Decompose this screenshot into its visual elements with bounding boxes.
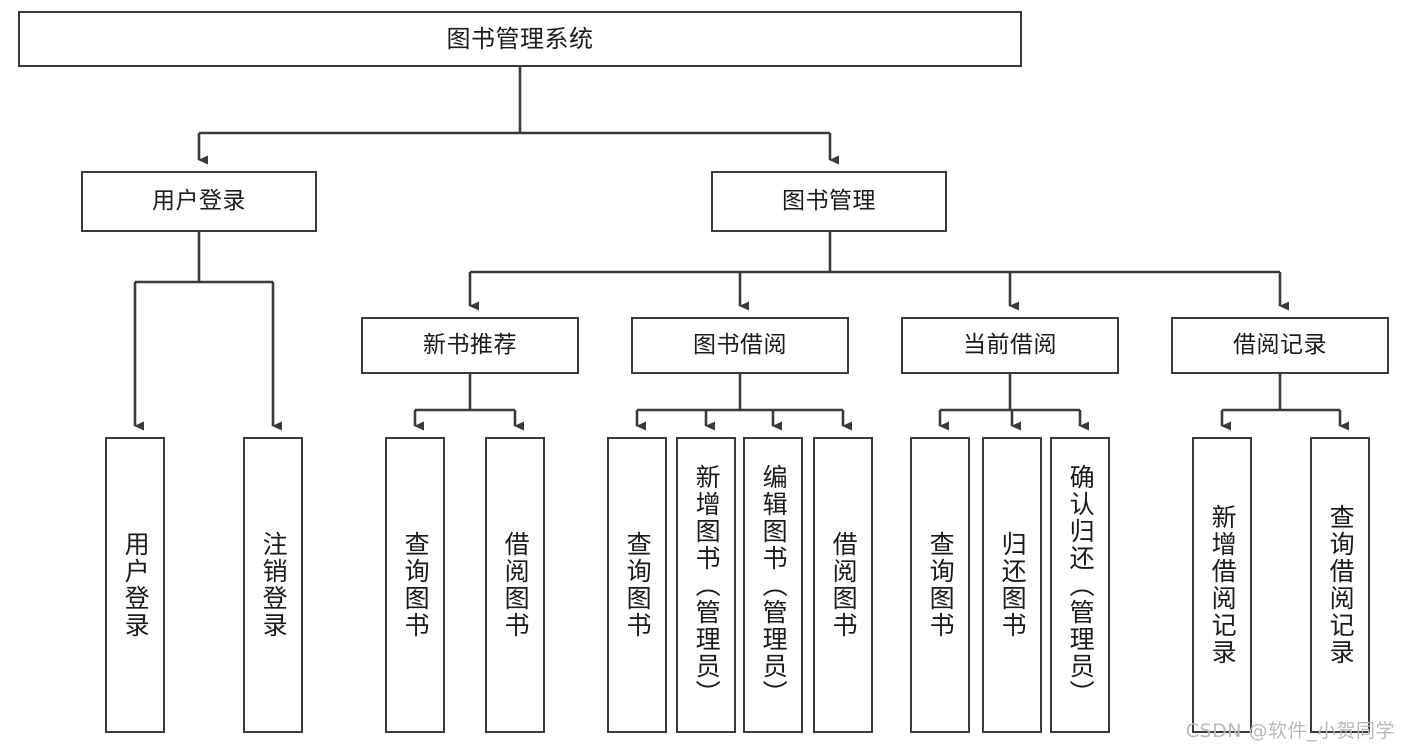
node-borrow-records[interactable]: 借阅记录 xyxy=(1171,317,1389,374)
node-root-system[interactable]: 图书管理系统 xyxy=(18,11,1022,67)
leaf-query-book-recommend-label: 查询图书 xyxy=(401,531,431,639)
leaf-query-book-borrow-label: 查询图书 xyxy=(623,531,653,639)
node-current-borrow[interactable]: 当前借阅 xyxy=(901,317,1119,374)
leaf-confirm-return-admin[interactable]: 确认归还（管理员） xyxy=(1050,437,1110,733)
node-book-borrow[interactable]: 图书借阅 xyxy=(631,317,849,374)
leaf-borrow-book[interactable]: 借阅图书 xyxy=(813,437,873,733)
node-book-management-label: 图书管理 xyxy=(782,187,876,214)
leaf-add-book-admin[interactable]: 新增图书（管理员） xyxy=(676,437,736,733)
node-book-borrow-label: 图书借阅 xyxy=(693,331,787,358)
node-borrow-records-label: 借阅记录 xyxy=(1233,331,1327,358)
leaf-borrow-book-recommend-label: 借阅图书 xyxy=(501,531,531,639)
leaf-query-book-current[interactable]: 查询图书 xyxy=(910,437,970,733)
leaf-add-book-admin-label: 新增图书（管理员） xyxy=(692,463,722,707)
leaf-query-book-current-label: 查询图书 xyxy=(926,531,956,639)
leaf-user-login[interactable]: 用户登录 xyxy=(105,437,165,733)
leaf-add-borrow-record-label: 新增借阅记录 xyxy=(1208,504,1238,666)
node-new-book-recommend[interactable]: 新书推荐 xyxy=(361,317,579,374)
node-user-login-label: 用户登录 xyxy=(152,187,246,214)
leaf-query-borrow-record[interactable]: 查询借阅记录 xyxy=(1310,437,1370,733)
csdn-watermark: CSDN @软件_小贺同学 xyxy=(1185,720,1395,742)
leaf-return-book-label: 归还图书 xyxy=(998,531,1028,639)
leaf-confirm-return-admin-label: 确认归还（管理员） xyxy=(1066,463,1096,707)
leaf-query-borrow-record-label: 查询借阅记录 xyxy=(1326,504,1356,666)
node-book-management[interactable]: 图书管理 xyxy=(711,171,947,232)
node-new-book-recommend-label: 新书推荐 xyxy=(423,331,517,358)
leaf-query-book-recommend[interactable]: 查询图书 xyxy=(385,437,445,733)
leaf-user-login-label: 用户登录 xyxy=(121,531,151,639)
leaf-borrow-book-recommend[interactable]: 借阅图书 xyxy=(485,437,545,733)
leaf-query-book-borrow[interactable]: 查询图书 xyxy=(607,437,667,733)
leaf-return-book[interactable]: 归还图书 xyxy=(982,437,1042,733)
leaf-add-borrow-record[interactable]: 新增借阅记录 xyxy=(1192,437,1252,733)
leaf-edit-book-admin[interactable]: 编辑图书（管理员） xyxy=(743,437,803,733)
node-current-borrow-label: 当前借阅 xyxy=(963,331,1057,358)
leaf-edit-book-admin-label: 编辑图书（管理员） xyxy=(759,463,789,707)
node-user-login[interactable]: 用户登录 xyxy=(81,171,317,232)
leaf-logout[interactable]: 注销登录 xyxy=(243,437,303,733)
node-root-system-label: 图书管理系统 xyxy=(446,24,594,53)
leaf-borrow-book-label: 借阅图书 xyxy=(829,531,859,639)
leaf-logout-label: 注销登录 xyxy=(259,531,289,639)
